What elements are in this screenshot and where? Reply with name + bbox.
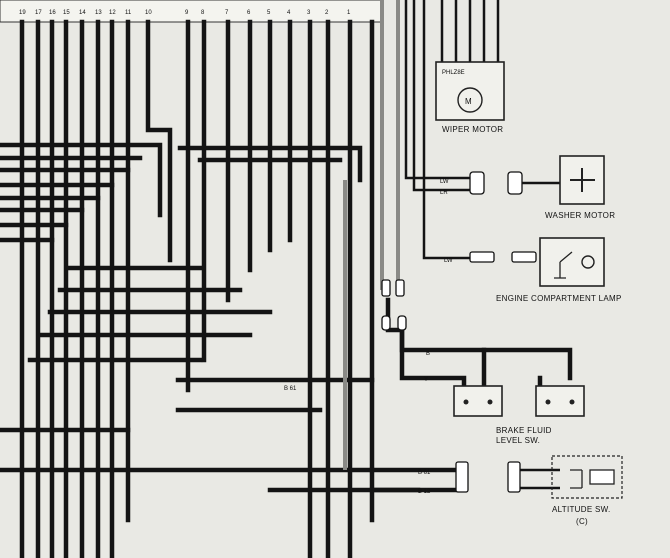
wire-code-altitude-upper: B 61: [418, 470, 431, 476]
right-wire-bundle: [369, 0, 573, 493]
switch-icon: [554, 251, 573, 279]
connector-pin-label: 10: [145, 10, 152, 16]
connector-icon: [395, 279, 405, 297]
wiper-motor-label: WIPER MOTOR: [442, 125, 503, 134]
connector-pin-label: 5: [267, 10, 271, 16]
wiper-motor-terminals: PHLZ8E: [442, 70, 465, 76]
connector-pin-label: 13: [95, 10, 102, 16]
altitude-sw-label: ALTITUDE SW.: [552, 505, 611, 514]
connector-pin-label: 7: [225, 10, 229, 16]
connector-pin-label: 1: [347, 10, 351, 16]
altitude-switch: ALTITUDE SW. (C): [455, 455, 623, 526]
wiper-motor: PHLZ8E M WIPER MOTOR: [435, 61, 505, 134]
wire-code-lamp: LW: [444, 258, 453, 264]
connector-pin-labels: 19 17 16 15 14 13 12 11 10 9 8 7 6 5 4 3 2 1: [19, 10, 351, 16]
brake-fluid-level-switch: BRAKE FLUID LEVEL SW.: [453, 385, 585, 445]
connector-icon: [469, 251, 495, 263]
wire-code-washer-lower: LR: [440, 190, 448, 196]
washer-motor: WASHER MOTOR: [469, 155, 615, 220]
connector-pin-label: 2: [325, 10, 329, 16]
connector-pin-label: 16: [49, 10, 56, 16]
wire-code-altitude-lower: B 12: [418, 489, 431, 495]
connector-icon: [511, 251, 537, 263]
wire-code-brake-upper: B: [426, 351, 430, 357]
connector-pin-label: 9: [185, 10, 189, 16]
connector-pin-label: 8: [201, 10, 205, 16]
brake-fluid-label-line1: BRAKE FLUID: [496, 426, 552, 435]
connector-icon: [397, 315, 407, 331]
wire-code-mid: B 61: [284, 386, 297, 392]
engine-compartment-lamp: ENGINE COMPARTMENT LAMP: [469, 237, 622, 303]
connector-icon: [469, 171, 485, 195]
connector-pin-label: 14: [79, 10, 86, 16]
connector-pin-label: 19: [19, 10, 26, 16]
connector-pin-label: 11: [125, 10, 132, 16]
washer-pump-icon: [570, 168, 595, 192]
wiper-motor-symbol: M: [465, 97, 472, 106]
washer-motor-label: WASHER MOTOR: [545, 211, 615, 220]
connector-icon: [507, 171, 523, 195]
connector-icon: [455, 461, 469, 493]
brake-fluid-label-line2: LEVEL SW.: [496, 436, 540, 445]
connector-pin-label: 15: [63, 10, 70, 16]
altitude-sensor-icon: [589, 469, 615, 485]
wire-code-washer-upper: LW: [440, 179, 449, 185]
wire-code-brake-lower: Y: [424, 377, 428, 383]
connector-icon: [381, 315, 391, 331]
connector-pin-label: 6: [247, 10, 251, 16]
motor-icon: [457, 87, 483, 113]
connector-pin-label: 17: [35, 10, 42, 16]
connector-pin-label: 3: [307, 10, 311, 16]
connector-pin-label: 4: [287, 10, 291, 16]
connector-pin-label: 12: [109, 10, 116, 16]
connector-icon: [381, 279, 391, 297]
lamp-icon: [581, 255, 595, 269]
connector-icon: [507, 461, 521, 493]
cross-wire-bundle: [0, 0, 421, 523]
engine-compartment-lamp-label: ENGINE COMPARTMENT LAMP: [496, 294, 622, 303]
altitude-sw-note: (C): [576, 517, 588, 526]
